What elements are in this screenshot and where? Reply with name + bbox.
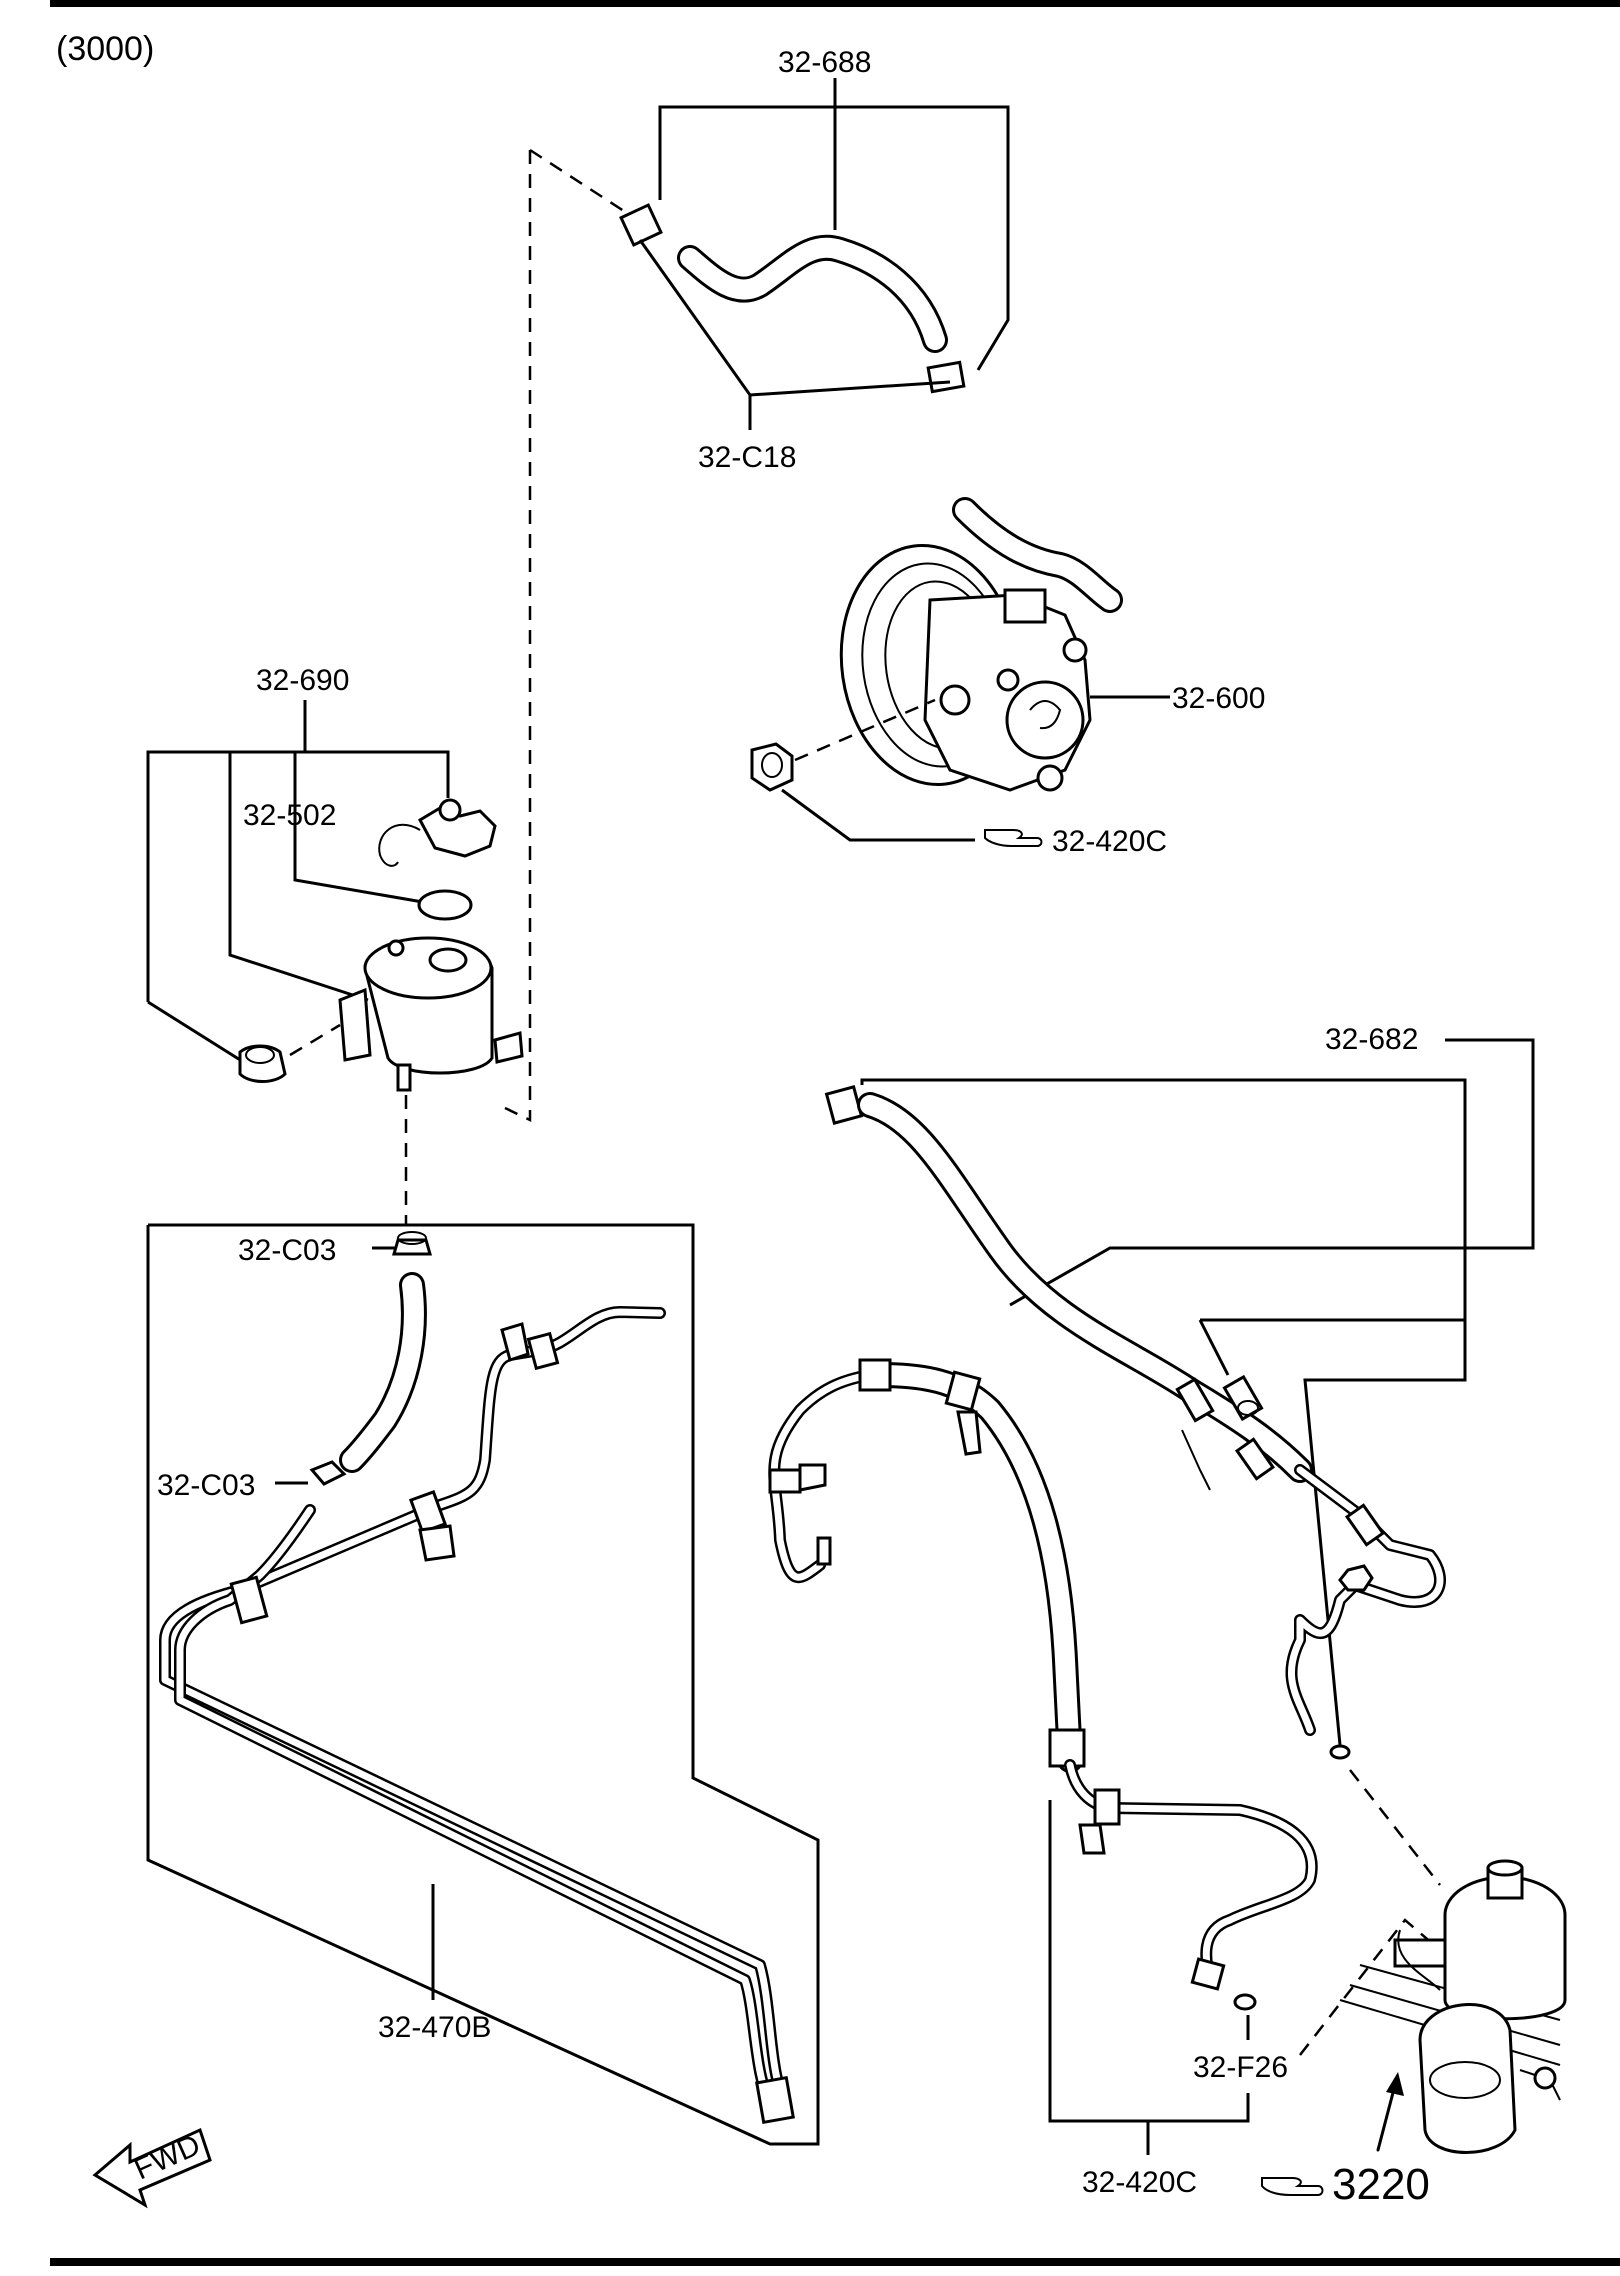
- frame-32-470b-assembly: [146, 1223, 820, 2146]
- arrow-to-steering-gear-shaft: [1376, 2083, 1397, 2152]
- leader-32-690-to-grommet: [147, 1000, 246, 1065]
- clamp-32-c03-top[interactable]: [392, 1231, 432, 1256]
- reservoir-grommet[interactable]: [238, 1044, 287, 1083]
- label-32-c03-bottom[interactable]: 32-C03: [157, 1469, 255, 1502]
- fwd-arrow-icon: FWD: [92, 2127, 212, 2209]
- leader-32-690-bracket: [146, 750, 450, 1002]
- leader-32-682: [1009, 1038, 1535, 1307]
- section-code: (3000): [56, 30, 154, 68]
- label-32-c03-top[interactable]: 32-C03: [238, 1234, 336, 1267]
- label-3220[interactable]: 3220: [1332, 2160, 1430, 2209]
- o-ring-32-f26[interactable]: [1233, 1993, 1257, 2011]
- hose-32-688-group[interactable]: [619, 203, 966, 394]
- dashed-line-grommet-to-tank: [289, 1023, 341, 1057]
- pressure-hose-32-420c[interactable]: [768, 1358, 1318, 1991]
- steering-gear-assembly[interactable]: [1339, 1859, 1567, 2154]
- pointing-hand-icon: [984, 829, 1043, 847]
- dashed-line-bolt-to-pump: [794, 698, 936, 762]
- label-32-470b[interactable]: 32-470B: [378, 2011, 491, 2044]
- label-32-600[interactable]: 32-600: [1172, 682, 1265, 715]
- leader-32-682-nut: [1198, 1319, 1230, 1376]
- banjo-fitting[interactable]: [1222, 1374, 1264, 1422]
- cooler-pipe-32-470b[interactable]: [159, 1306, 795, 2125]
- bottom-border-rule: [50, 2258, 1620, 2266]
- dashed-line-hose-to-reservoir: [504, 150, 532, 1122]
- return-hose-32-682[interactable]: [824, 1085, 1446, 1760]
- union-bolt-nut[interactable]: [750, 742, 794, 792]
- power-steering-reservoir[interactable]: [338, 936, 524, 1092]
- pointing-hand-icon: [1261, 2177, 1324, 2196]
- leader-32-690-to-tank: [228, 752, 369, 1002]
- label-32-690[interactable]: 32-690: [256, 664, 349, 697]
- power-steering-pump-32-600[interactable]: [826, 497, 1123, 796]
- reservoir-cap[interactable]: [378, 798, 497, 867]
- label-32-c18[interactable]: 32-C18: [698, 441, 796, 474]
- label-32-688[interactable]: 32-688: [778, 46, 871, 79]
- clamp-32-c03-bottom[interactable]: [309, 1460, 347, 1486]
- dashed-line-to-steering-gear: [1349, 1769, 1441, 1886]
- label-32-f26[interactable]: 32-F26: [1193, 2051, 1288, 2084]
- leader-32-420c-pump: [781, 788, 975, 842]
- label-32-682[interactable]: 32-682: [1325, 1023, 1418, 1056]
- label-32-420c-pump[interactable]: 32-420C: [1052, 825, 1167, 858]
- label-32-502[interactable]: 32-502: [243, 799, 336, 832]
- suction-hose[interactable]: [339, 1272, 427, 1473]
- leader-32-502: [293, 752, 441, 907]
- dashed-line-hose-to-clamp: [529, 148, 631, 217]
- label-32-420c-bottom[interactable]: 32-420C: [1082, 2166, 1197, 2199]
- arrow-to-steering-gear-head: [1386, 2072, 1404, 2096]
- reservoir-cap-gasket[interactable]: [417, 889, 473, 921]
- leader-32-682-bracket: [860, 1078, 1467, 1746]
- leader-32-688-bracket: [658, 105, 1010, 371]
- top-border-rule: [50, 0, 1620, 7]
